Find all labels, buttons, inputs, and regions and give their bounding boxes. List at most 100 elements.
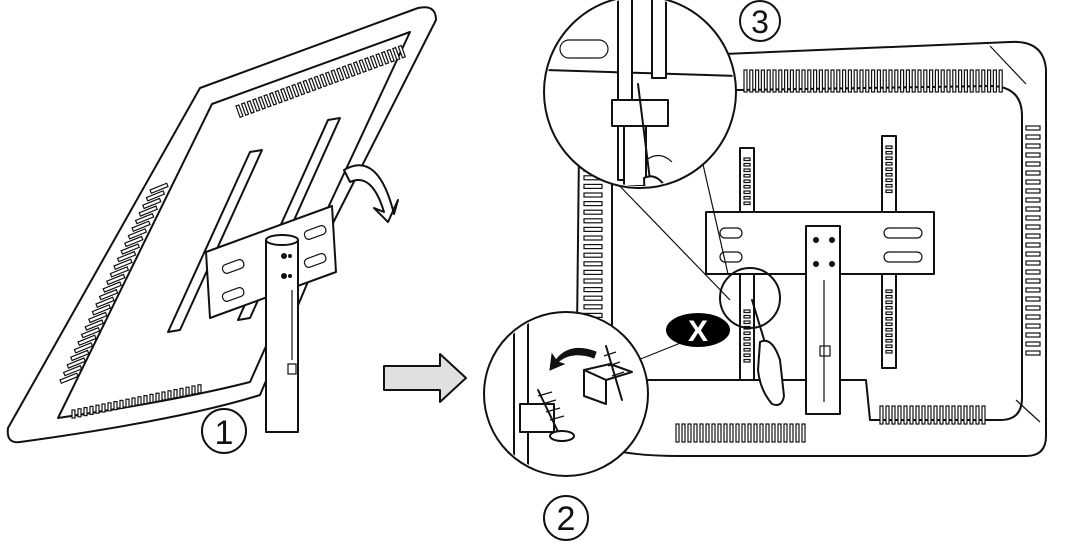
vent-slot [235, 104, 244, 119]
vent-slot [885, 150, 893, 155]
vent-slot [836, 69, 841, 93]
vent-slot [66, 357, 86, 369]
vent-slot [1025, 332, 1041, 338]
vent-slot [963, 69, 969, 93]
vent-slot [257, 96, 267, 110]
vent-slot [885, 344, 893, 349]
vent-slot [783, 69, 789, 93]
vent-slot [743, 195, 751, 200]
vent-slot [969, 405, 974, 425]
vent-slot [885, 349, 893, 354]
vent-slot [743, 314, 751, 319]
vent-slot [285, 85, 295, 100]
vent-slot [71, 409, 76, 419]
vent-slot [167, 390, 172, 400]
vent-slot [940, 69, 945, 93]
vent-slot [885, 405, 890, 425]
vent-slot [743, 309, 751, 314]
arm-holes [743, 145, 893, 363]
screwdriver-icon [751, 299, 785, 406]
tilted-tv [6, 6, 437, 444]
vent-slot [957, 405, 962, 425]
vent-slot [369, 55, 379, 69]
step-1-label: 1 [215, 414, 234, 452]
vent-slot [1025, 125, 1041, 131]
vent-slot [1025, 188, 1041, 194]
vent-slot [789, 69, 795, 93]
vent-slot [998, 69, 1003, 93]
vent-slot [324, 71, 334, 86]
vent-slot [113, 401, 118, 411]
vent-slot [681, 423, 686, 443]
vent-slot [891, 405, 896, 425]
vent-slot [583, 218, 603, 224]
vent-slot [131, 397, 136, 407]
vent-slot [876, 69, 882, 93]
vent-slot [963, 405, 968, 425]
vent-slot [84, 319, 104, 331]
vent-slot [743, 347, 751, 352]
vent-slot [743, 179, 751, 184]
vent-slot [747, 423, 752, 443]
vent-slot [847, 69, 853, 93]
vent-slot [885, 172, 893, 177]
vent-slot [1025, 314, 1041, 320]
vent-slot [1025, 251, 1041, 257]
vent-slot [743, 320, 751, 325]
vent-slot [336, 67, 345, 82]
vent-slot [885, 333, 893, 338]
vent-slot [62, 364, 83, 377]
vent-slot [77, 408, 82, 418]
vent-slot [939, 405, 944, 425]
vent-slot [795, 423, 800, 443]
vent-slot [1025, 215, 1041, 221]
vent-slot [77, 334, 97, 347]
vent-slot [113, 258, 133, 271]
vent-slot [885, 289, 893, 294]
vent-slot [885, 338, 893, 343]
vent-slot [885, 156, 893, 161]
vent-slot [143, 395, 148, 405]
vent-slot [783, 423, 788, 443]
vent-slot [330, 69, 339, 84]
vent-slot [778, 69, 783, 93]
vent-slot [1025, 350, 1041, 356]
vent-slot [109, 266, 130, 278]
vent-slot [583, 278, 603, 284]
vent-slot [888, 69, 893, 93]
vent-slot [885, 305, 893, 310]
vent-slot [885, 316, 893, 321]
vent-slot [1025, 143, 1041, 149]
vent-slot [885, 145, 893, 150]
vent-slot [319, 73, 328, 88]
vent-slot [917, 69, 922, 93]
vent-slot [969, 69, 974, 93]
vent-slot [291, 83, 300, 98]
vent-slot [743, 336, 751, 341]
vent-slot [246, 100, 255, 114]
vent-slot [263, 93, 272, 108]
vent-slot [927, 405, 932, 425]
vent-slot [765, 423, 770, 443]
vent-slot [885, 300, 893, 305]
vent-slot [59, 372, 79, 385]
vent-slot [1025, 179, 1041, 185]
vent-slot [981, 405, 986, 425]
vent-slot [124, 235, 144, 248]
vent-slot [885, 311, 893, 316]
vent-slot [879, 405, 884, 425]
vent-slot [155, 392, 160, 402]
rotate-arrow-icon [343, 164, 399, 223]
vent-slot [743, 342, 751, 347]
vent-slot [859, 69, 864, 93]
tv-side-vent [1025, 125, 1041, 356]
vent-slot [106, 273, 126, 286]
vent-slot [95, 404, 100, 414]
vent-slot [101, 403, 106, 413]
vent-slot [149, 182, 169, 195]
vent-slot [583, 235, 603, 241]
vent-slot [274, 89, 283, 104]
vent-slot [749, 69, 754, 93]
vent-slot [693, 423, 698, 443]
vent-slot [743, 162, 751, 167]
